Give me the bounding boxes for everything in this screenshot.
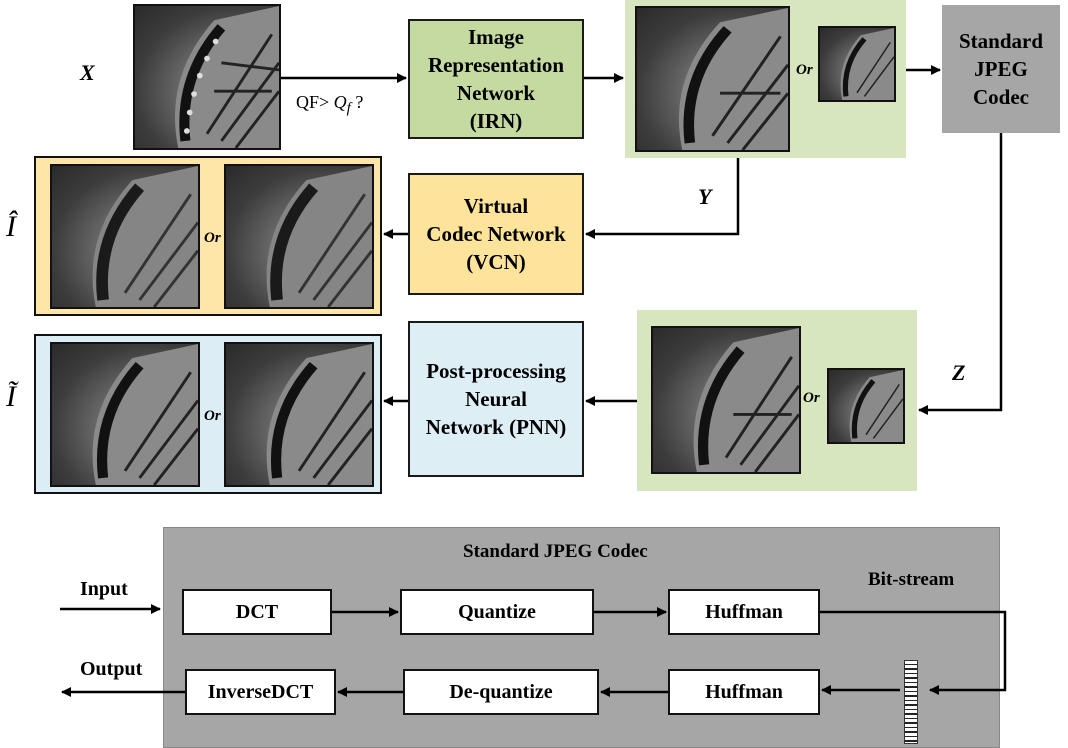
- vcn-block[interactable]: Virtual Codec Network (VCN): [408, 173, 584, 295]
- or-label-y: Or: [796, 62, 813, 78]
- irn-line-3: Network: [456, 81, 536, 105]
- qf-symbol: Q: [333, 92, 347, 112]
- pnn-line-3: Network (PNN): [425, 415, 567, 439]
- output-label: Output: [80, 658, 143, 680]
- y-image-panel: Or: [625, 0, 906, 158]
- inverse-dct-block[interactable]: InverseDCT: [185, 669, 336, 715]
- i-tilde-image-1: [50, 342, 200, 487]
- z-label: Z: [952, 360, 966, 385]
- or-label-z: Or: [803, 390, 820, 406]
- pnn-line-1: Post-processing: [426, 359, 566, 383]
- irn-line-4: (IRN): [469, 109, 523, 133]
- dequantize-block[interactable]: De-quantize: [403, 669, 599, 715]
- y-image-small: [818, 26, 896, 102]
- jpeg-line-2: JPEG: [974, 57, 1028, 81]
- huffman-encoder-block[interactable]: Huffman: [668, 589, 820, 635]
- vcn-line-2: Codec Network: [426, 222, 566, 246]
- huffman-decoder-block[interactable]: Huffman: [668, 669, 820, 715]
- or-label-itilde: Or: [204, 408, 221, 424]
- i-tilde-image-2: [224, 342, 374, 487]
- x-label: X: [80, 60, 95, 85]
- i-hat-image-2: [224, 164, 374, 309]
- i-hat-label: Î: [6, 210, 16, 243]
- input-label: Input: [80, 578, 128, 600]
- qf-question: ?: [350, 92, 364, 112]
- qf-condition: QF> Qf ?: [296, 92, 363, 118]
- y-image-large: [635, 6, 790, 152]
- qf-sub: f: [346, 100, 351, 117]
- vcn-line-3: (VCN): [466, 250, 526, 274]
- i-hat-image-1: [50, 164, 200, 309]
- quantize-block[interactable]: Quantize: [400, 589, 594, 635]
- jpeg-line-3: Codec: [973, 85, 1029, 109]
- jpeg-line-1: Standard: [958, 29, 1044, 53]
- standard-jpeg-codec-block[interactable]: Standard JPEG Codec: [942, 5, 1060, 133]
- i-tilde-panel: Or: [34, 334, 382, 494]
- i-hat-panel: Or: [34, 156, 382, 316]
- codec-title: Standard JPEG Codec: [463, 541, 648, 562]
- pnn-block[interactable]: Post-processing Neural Network (PNN): [408, 321, 584, 477]
- bitstream-label: Bit-stream: [868, 569, 955, 590]
- i-tilde-label: Ĩ: [6, 380, 16, 413]
- vcn-line-1: Virtual: [463, 194, 529, 218]
- irn-line-1: Image: [467, 25, 524, 49]
- dct-block[interactable]: DCT: [182, 589, 332, 635]
- input-image-x: [133, 4, 281, 150]
- butterfly-wing-graphic: [175, 6, 279, 148]
- qf-condition-text: QF>: [296, 92, 334, 112]
- arrow-jpeg-to-z: [918, 133, 1003, 415]
- irn-block[interactable]: Image Representation Network (IRN): [408, 19, 584, 139]
- z-image-panel: Or: [637, 310, 917, 491]
- z-image-large: [651, 326, 801, 474]
- bitstream-bar: [904, 660, 918, 744]
- arrow-huffman-to-bitstream: [820, 610, 1007, 695]
- pnn-line-2: Neural: [465, 387, 527, 411]
- or-label-ihat: Or: [204, 230, 221, 246]
- irn-line-2: Representation: [427, 53, 565, 77]
- y-label: Y: [698, 184, 712, 209]
- z-image-small: [827, 368, 905, 444]
- arrow-y-to-vcn: [585, 158, 740, 239]
